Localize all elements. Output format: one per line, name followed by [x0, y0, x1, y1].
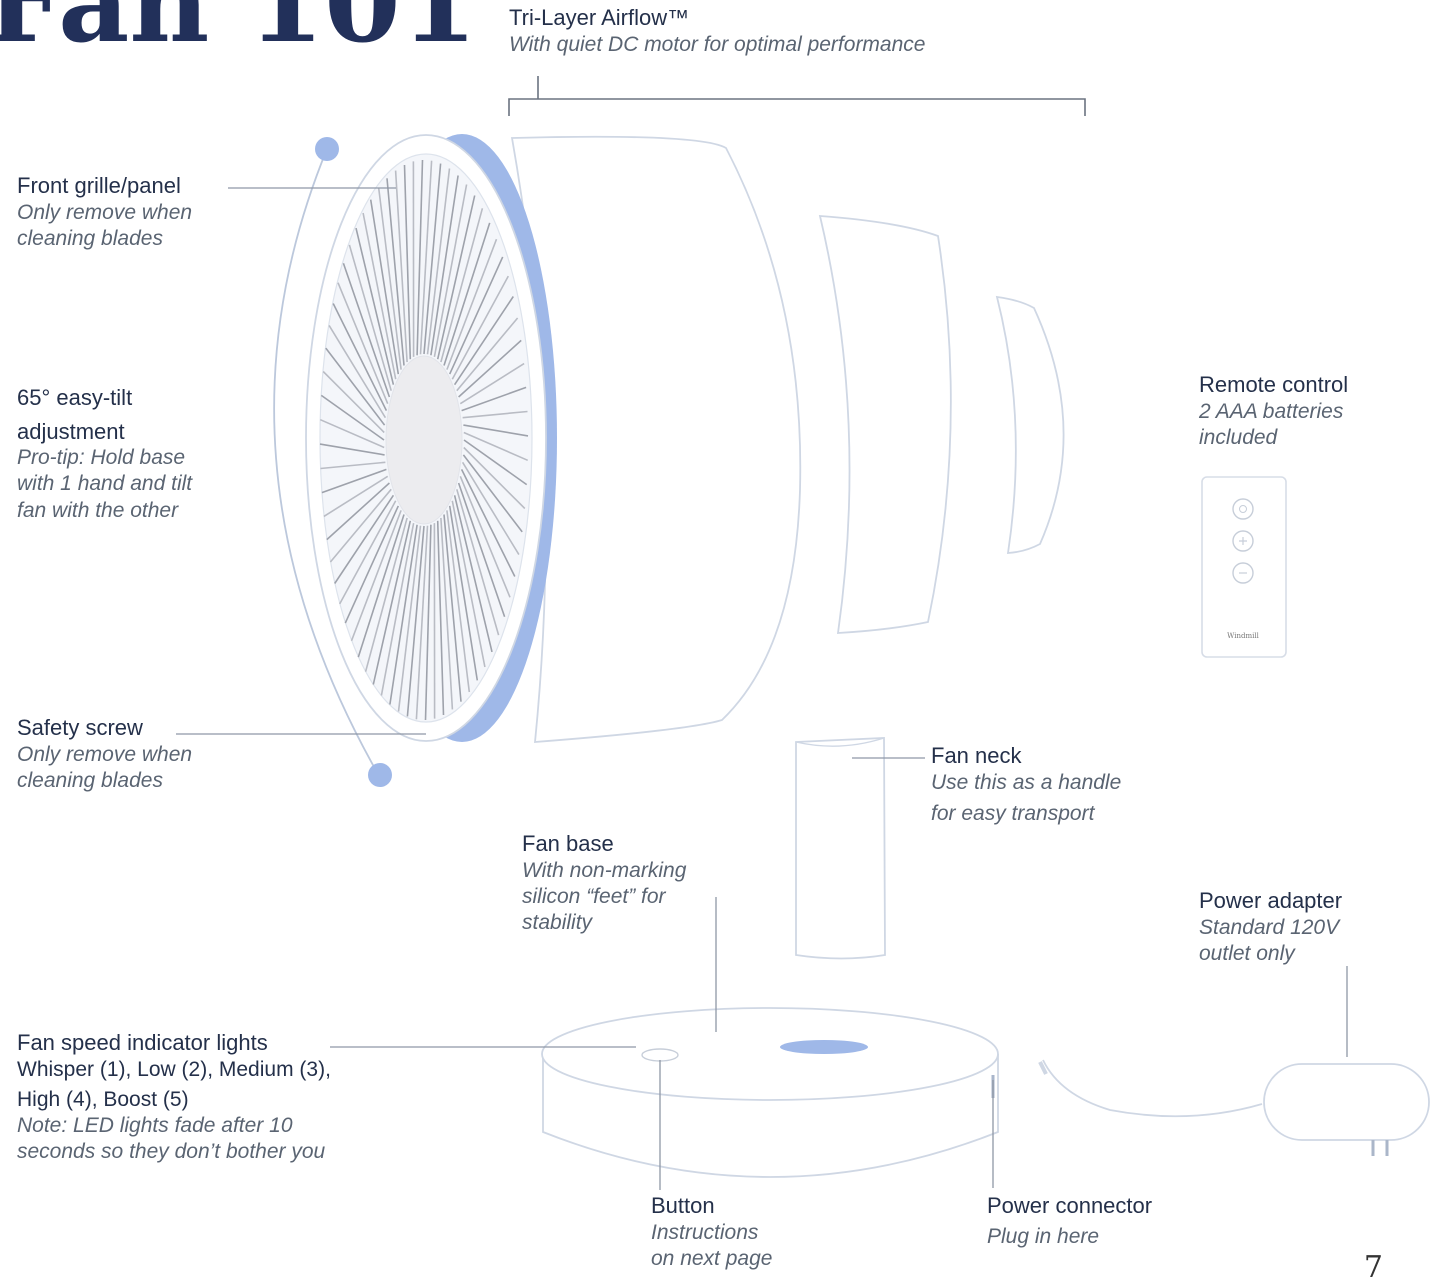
power-adapter-desc-2: outlet only [1199, 941, 1342, 967]
base-blue-light [780, 1040, 868, 1054]
fan-neck [796, 738, 885, 959]
speed-lights-body-2: High (4), Boost (5) [17, 1087, 331, 1113]
remote-brand: Windmill [1227, 632, 1259, 640]
tilt-dot-bottom [368, 763, 392, 787]
safety-screw-desc-2: cleaning blades [17, 768, 192, 794]
fan-base-desc-2: silicon “feet” for [522, 884, 686, 910]
label-speed-lights: Fan speed indicator lights Whisper (1), … [17, 1029, 331, 1166]
tilt-title-2: adjustment [17, 418, 192, 446]
speed-lights-title: Fan speed indicator lights [17, 1029, 331, 1057]
button-desc-2: on next page [651, 1246, 772, 1272]
label-tri-layer: Tri-Layer Airflow™ With quiet DC motor f… [509, 4, 925, 58]
label-button: Button Instructions on next page [651, 1192, 772, 1272]
tilt-desc-2: with 1 hand and tilt [17, 471, 192, 497]
back-layer [997, 297, 1064, 553]
label-fan-neck: Fan neck Use this as a handle for easy t… [931, 742, 1121, 827]
label-front-grille: Front grille/panel Only remove when clea… [17, 172, 192, 252]
power-adapter [1264, 1064, 1429, 1156]
label-power-connector: Power connector Plug in here [987, 1192, 1152, 1250]
remote-desc-2: included [1199, 425, 1348, 451]
front-grille-desc-1: Only remove when [17, 200, 192, 226]
tilt-title-1: 65° easy-tilt [17, 384, 192, 412]
remote-title: Remote control [1199, 371, 1348, 399]
tilt-desc-3: fan with the other [17, 498, 192, 524]
label-fan-base: Fan base With non-marking silicon “feet”… [522, 830, 686, 936]
button-desc-1: Instructions [651, 1220, 772, 1246]
safety-screw-title: Safety screw [17, 714, 192, 742]
fan-neck-desc-1: Use this as a handle [931, 770, 1121, 796]
tilt-desc-1: Pro-tip: Hold base [17, 445, 192, 471]
fan-base-title: Fan base [522, 830, 686, 858]
label-safety-screw: Safety screw Only remove when cleaning b… [17, 714, 192, 794]
tri-layer-title: Tri-Layer Airflow™ [509, 4, 925, 32]
label-remote: Remote control 2 AAA batteries included [1199, 371, 1348, 451]
page-number: 7 [1364, 1250, 1383, 1285]
speed-lights-desc-2: seconds so they don’t bother you [17, 1139, 331, 1165]
tilt-dot-top [315, 137, 339, 161]
front-grille-title: Front grille/panel [17, 172, 192, 200]
power-connector-title: Power connector [987, 1192, 1152, 1220]
button-title: Button [651, 1192, 772, 1220]
power-adapter-desc-1: Standard 120V [1199, 915, 1342, 941]
fan-base-desc-1: With non-marking [522, 858, 686, 884]
fan-base [542, 1008, 998, 1177]
fan-base-desc-3: stability [522, 910, 686, 936]
speed-lights-body-1: Whisper (1), Low (2), Medium (3), [17, 1057, 331, 1083]
power-connector-desc: Plug in here [987, 1224, 1152, 1250]
page-title: Fan 101 [0, 0, 477, 67]
fan-neck-title: Fan neck [931, 742, 1121, 770]
remote-desc-1: 2 AAA batteries [1199, 399, 1348, 425]
power-adapter-title: Power adapter [1199, 887, 1342, 915]
label-tilt: 65° easy-tilt adjustment Pro-tip: Hold b… [17, 384, 192, 524]
power-cord [1043, 1060, 1262, 1116]
grille-hub [386, 356, 462, 524]
label-power-adapter: Power adapter Standard 120V outlet only [1199, 887, 1342, 967]
remote-control: Windmill [1202, 477, 1286, 657]
tri-layer-desc: With quiet DC motor for optimal performa… [509, 32, 925, 58]
safety-screw-desc-1: Only remove when [17, 742, 192, 768]
speed-lights-desc-1: Note: LED lights fade after 10 [17, 1113, 331, 1139]
middle-layer [820, 216, 951, 633]
front-grille-desc-2: cleaning blades [17, 226, 192, 252]
airflow-bracket [509, 76, 1085, 116]
fan-neck-desc-2: for easy transport [931, 801, 1121, 827]
